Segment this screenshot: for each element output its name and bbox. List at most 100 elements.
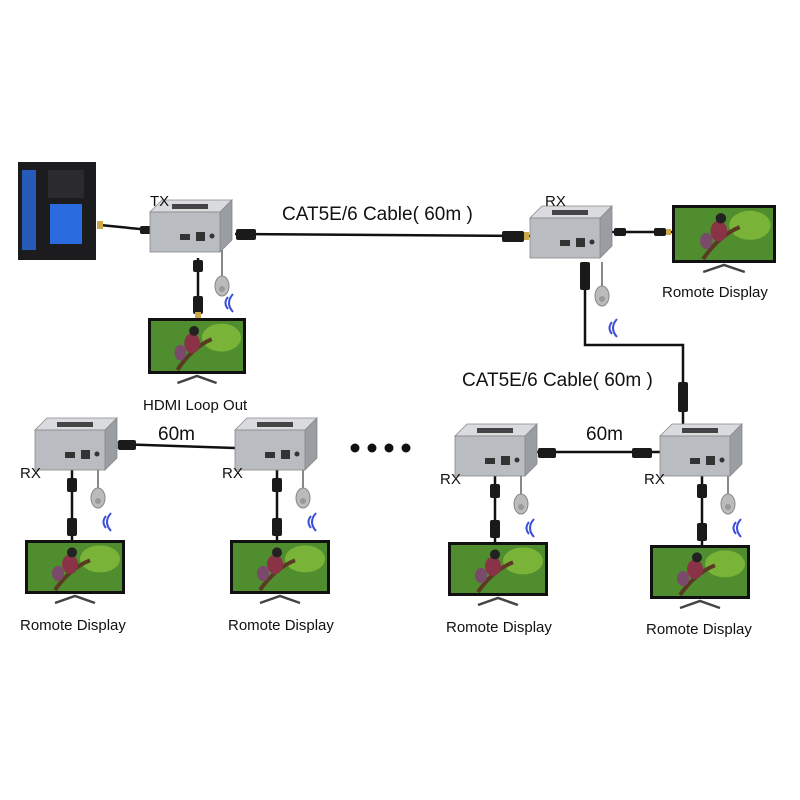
hdmi-port	[265, 452, 275, 458]
pc-fan-window	[50, 204, 82, 244]
display-stand	[54, 594, 96, 605]
cat-cable-mid	[583, 262, 685, 395]
connector-plug	[193, 296, 203, 314]
hdmi-port	[65, 452, 75, 458]
connector-plug	[502, 231, 524, 242]
tx-extender	[149, 199, 233, 253]
display-stand	[679, 599, 721, 610]
bird	[485, 556, 501, 577]
connector-plug	[67, 518, 77, 536]
connector-plug	[654, 228, 666, 236]
rx-extender-b2	[234, 417, 318, 471]
hdmi-port	[560, 240, 570, 246]
rj45-port	[196, 232, 205, 241]
device-label-plate	[172, 204, 208, 209]
connector-plug	[632, 448, 652, 458]
device-label-plate	[57, 422, 93, 427]
rj45-port	[281, 450, 290, 459]
cable-mid-label: CAT5E/6 Cable( 60m )	[462, 370, 653, 391]
connector-plug	[67, 478, 77, 492]
display-stand	[702, 263, 746, 274]
remote-display-b2	[230, 540, 330, 605]
connector-plug	[614, 228, 626, 236]
connector-tip	[666, 229, 671, 235]
wireless-signal-icon	[307, 512, 317, 532]
ir-receiver-rx-top	[594, 285, 610, 307]
remote-display-b3-label: Romote Display	[446, 619, 552, 636]
bird	[184, 333, 200, 354]
display-stand	[176, 374, 218, 385]
rx-extender-b4	[659, 423, 743, 477]
device-label-plate	[477, 428, 513, 433]
rx-top-label: RX	[545, 193, 566, 210]
rx-bottom-1-label: RX	[20, 465, 41, 482]
bird	[62, 554, 78, 575]
wireless-signal-icon	[102, 512, 112, 532]
remote-display-b3	[448, 542, 548, 607]
loop-out-label: HDMI Loop Out	[143, 397, 248, 414]
ir-port	[294, 451, 300, 457]
connector-plug	[538, 448, 556, 458]
wireless-signal-icon	[608, 318, 618, 338]
remote-display-b4-label: Romote Display	[646, 621, 752, 638]
ir-port	[514, 457, 520, 463]
cat-cable-top	[234, 232, 531, 238]
connector-tip	[524, 232, 529, 240]
connector-plug	[140, 226, 152, 234]
remote-display-b1-label: Romote Display	[20, 617, 126, 634]
pc-tower	[18, 162, 96, 260]
connector-plug	[490, 520, 500, 538]
wireless-signal-icon	[732, 518, 742, 538]
ir-receiver	[295, 487, 311, 509]
hdmi-port	[485, 458, 495, 464]
bird	[267, 554, 283, 575]
connector-plug	[490, 484, 500, 498]
length-left-label: 60m	[158, 424, 195, 445]
wireless-signal-icon	[224, 293, 234, 313]
remote-display-top-label: Romote Display	[662, 284, 768, 301]
ir-port	[209, 233, 215, 239]
rj45-port	[576, 238, 585, 247]
rj45-port	[706, 456, 715, 465]
connector-plug	[118, 440, 136, 450]
rx-extender-top	[529, 205, 613, 259]
hdmi-loop-display	[148, 318, 246, 385]
remote-display-b4	[650, 545, 750, 610]
ir-receiver-tx	[214, 275, 230, 297]
connector-plug	[678, 382, 688, 412]
remote-display-b2-label: Romote Display	[228, 617, 334, 634]
rx-extender-b3	[454, 423, 538, 477]
connector-plug	[697, 523, 707, 541]
connector-plug	[272, 478, 282, 492]
connector-plug	[236, 229, 256, 240]
connector-tip	[195, 312, 201, 318]
ir-port	[94, 451, 100, 457]
remote-display-b1	[25, 540, 125, 605]
rx-bottom-3-label: RX	[440, 471, 461, 488]
ir-receiver	[90, 487, 106, 509]
wireless-signal-icon	[525, 518, 535, 538]
connector-plug	[272, 518, 282, 536]
connector-plug	[580, 262, 590, 290]
device-label-plate	[257, 422, 293, 427]
devices	[18, 162, 776, 610]
ir-receiver	[720, 493, 736, 515]
device-label-plate	[552, 210, 588, 215]
rx-bottom-2-label: RX	[222, 465, 243, 482]
connector-plug	[193, 260, 203, 272]
hdmi-port	[690, 458, 700, 464]
rx-extender-b1	[34, 417, 118, 471]
connector-plug	[697, 484, 707, 498]
ir-port	[589, 239, 595, 245]
device-label-plate	[682, 428, 718, 433]
ir-port	[719, 457, 725, 463]
rx-bottom-4-label: RX	[644, 471, 665, 488]
remote-display-top	[672, 205, 776, 274]
cat-cable-left	[116, 442, 236, 450]
bird	[687, 559, 703, 580]
display-stand	[259, 594, 301, 605]
cables	[67, 221, 729, 545]
rj45-port	[501, 456, 510, 465]
tx-label: TX	[150, 193, 169, 210]
